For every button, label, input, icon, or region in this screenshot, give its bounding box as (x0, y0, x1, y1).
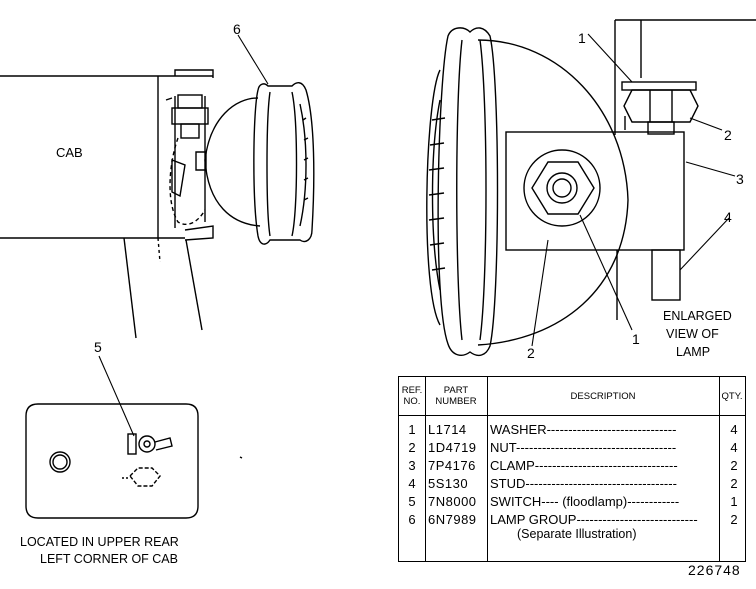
mount-bracket (165, 94, 209, 228)
qty-header: QTY. (721, 390, 743, 402)
column-divider (719, 377, 720, 561)
enlarged-lamp (426, 19, 756, 357)
callout-6: 6 (233, 21, 241, 37)
cab-label: CAB (56, 145, 83, 160)
enlarged-caption-line1: ENLARGED (663, 309, 732, 323)
enlarged-caption-line2: VIEW OF (666, 327, 719, 341)
leader-6 (237, 34, 269, 85)
description-header: DESCRIPTION (570, 390, 636, 402)
callout-4: 4 (724, 209, 732, 225)
figure-number: 226748 (688, 562, 741, 578)
callout-2-bottom: 2 (527, 345, 535, 361)
callout-2-right: 2 (724, 127, 732, 143)
location-note-line2: LEFT CORNER OF CAB (40, 552, 178, 566)
location-note-line1: LOCATED IN UPPER REAR (20, 535, 179, 549)
cab-outline (0, 69, 214, 339)
callout-3: 3 (736, 171, 744, 187)
separate-illustration-note: (Separate Illustration) (517, 527, 637, 541)
enlarged-caption-line3: LAMP (676, 345, 710, 359)
callout-labels: 6 5 1 2 3 4 1 2 (94, 21, 744, 361)
column-divider (487, 377, 488, 561)
column-divider (425, 377, 426, 561)
switch-panel (25, 355, 199, 519)
callout-1-bottom: 1 (632, 331, 640, 347)
view-labels: CAB LOCATED IN UPPER REAR LEFT CORNER OF… (20, 145, 732, 566)
callout-1-top: 1 (578, 30, 586, 46)
left-lamp-housing (204, 82, 315, 245)
callout-5: 5 (94, 339, 102, 355)
ref-header: REF.NO. (401, 385, 423, 407)
